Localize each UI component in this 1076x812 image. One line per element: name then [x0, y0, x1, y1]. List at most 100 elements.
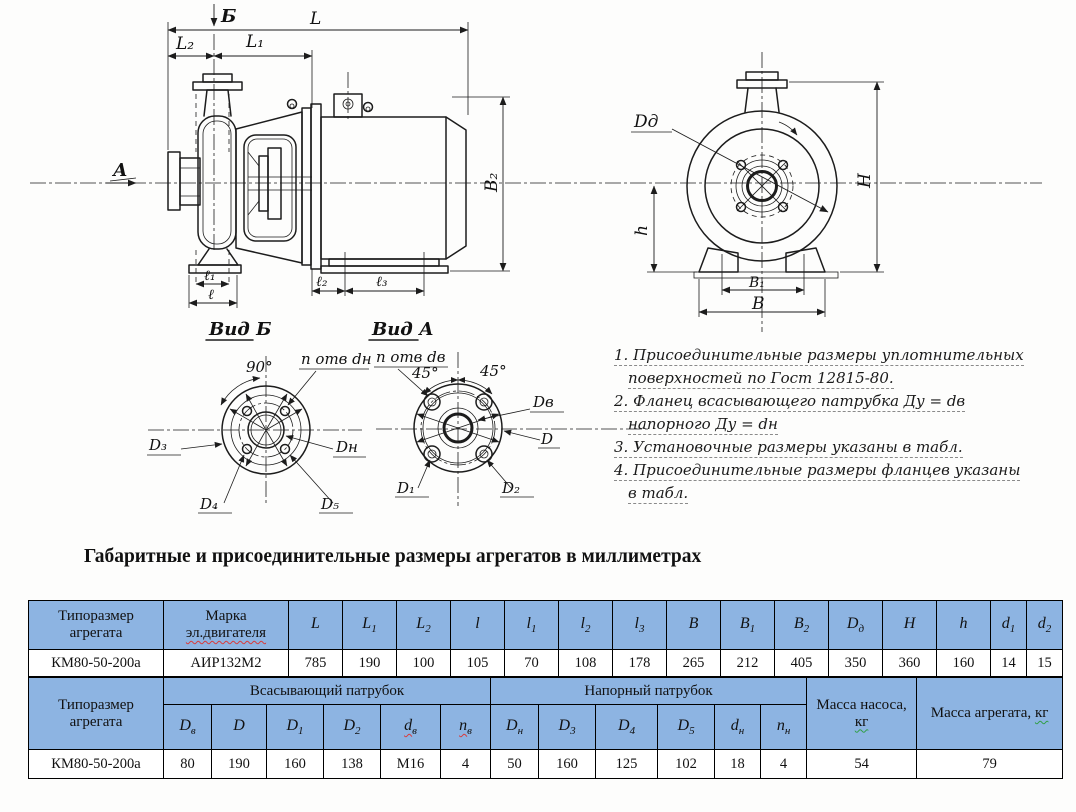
dim-Dd: Dд — [633, 112, 659, 132]
flange-b-D4-label: D₄ — [199, 495, 218, 513]
end-view-pump: H h B₁ B Dд — [631, 52, 884, 332]
note-line: 3. Установочные размеры указаны в табл. — [614, 438, 963, 458]
view-b-title: Вид Б — [208, 319, 271, 340]
flange-b-D3-label: D₃ — [148, 436, 167, 454]
cell-model: КМ80-50-200а — [28, 649, 164, 677]
col-header: L — [288, 600, 343, 650]
col-header-unit-mass: Масса агрегата, кг — [916, 677, 1064, 750]
cell-value: 15 — [1026, 649, 1063, 677]
cell-value: 50 — [490, 749, 540, 779]
cell-value: 105 — [450, 649, 505, 677]
detail-view-b-flange: Вид Б 90° n отв dн Dн D₃ — [147, 319, 372, 514]
cell-model: КМ80-50-200а — [28, 749, 164, 779]
flange-a-Dv-label: Dв — [532, 393, 554, 411]
col-header: Dв — [163, 704, 212, 750]
col-header: Dн — [490, 704, 540, 750]
col-header: h — [936, 600, 991, 650]
cell-value: 160 — [936, 649, 991, 677]
cell-value: 360 — [882, 649, 937, 677]
col-header: D2 — [323, 704, 381, 750]
col-header: D4 — [595, 704, 659, 750]
col-header-pump-mass: Масса насоса, кг — [806, 677, 918, 750]
handwritten-notes: 1. Присоединительные размеры уплотнитель… — [614, 346, 1034, 507]
note-line: в табл. — [628, 484, 689, 504]
cell-value: 125 — [595, 749, 659, 779]
view-b-arrow-label: Б — [220, 6, 236, 27]
overall-dimensions-table: Типоразмер агрегата Марка эл.двигателя L… — [28, 600, 1063, 677]
cell-value: 70 — [504, 649, 559, 677]
flange-b-holes-label: n отв dн — [301, 350, 372, 368]
col-header: H — [882, 600, 937, 650]
dim-B1: B₁ — [748, 275, 765, 291]
flange-b-D5-label: D₅ — [320, 495, 339, 513]
cell-value: 405 — [774, 649, 829, 677]
col-header-marka: Марка эл.двигателя — [163, 600, 289, 650]
flange-a-angle2-label: 45° — [479, 362, 507, 380]
page-title: Габаритные и присоединительные размеры а… — [84, 546, 702, 567]
col-header: Dд — [828, 600, 883, 650]
cell-value: 190 — [211, 749, 267, 779]
cell-value: 265 — [666, 649, 721, 677]
cell-value: 160 — [266, 749, 324, 779]
col-header: D5 — [657, 704, 716, 750]
note-line: 1. Присоединительные размеры уплотнитель… — [614, 346, 1024, 366]
col-header: L1 — [342, 600, 397, 650]
cell-value: 785 — [288, 649, 343, 677]
side-view-pump-motor: Б А — [30, 4, 1042, 308]
cell-value: 190 — [342, 649, 397, 677]
dim-h: h — [632, 225, 652, 236]
col-header: nв — [439, 704, 492, 750]
col-header: l — [450, 600, 505, 650]
cell-value: 18 — [714, 749, 762, 779]
dim-L: L — [309, 9, 321, 29]
flange-b-Dn-label: Dн — [335, 438, 358, 456]
cell-value: 4 — [760, 749, 808, 779]
group-header-suction: Всасывающий патрубок — [162, 677, 492, 705]
note-line: поверхностей по Гост 12815-80. — [628, 369, 894, 389]
col-header: D3 — [538, 704, 597, 750]
cell-motor: АИР132М2 — [163, 649, 289, 677]
dim-l: ℓ — [208, 287, 214, 303]
note-line: 4. Присоединительные размеры фланцев ука… — [614, 461, 1021, 481]
col-header: B1 — [720, 600, 775, 650]
dim-B2: B₂ — [482, 173, 502, 193]
cell-value: 54 — [806, 749, 918, 779]
table-row: КМ80-50-200а АИР132М2 785 190 100 105 70… — [28, 649, 1063, 677]
cell-value: 108 — [558, 649, 613, 677]
flange-b-angle-label: 90° — [246, 358, 273, 376]
flange-a-D1-label: D₁ — [396, 479, 415, 497]
flange-dimensions-table: Типоразмер агрегата Всасывающий патрубок… — [28, 677, 1064, 779]
dim-l3: ℓ₃ — [376, 274, 388, 290]
flange-a-D-label: D — [540, 430, 553, 448]
cell-value: 14 — [990, 649, 1027, 677]
dimension-tables: Типоразмер агрегата Марка эл.двигателя L… — [28, 600, 1064, 779]
cell-value: 102 — [657, 749, 716, 779]
dim-l1: ℓ₁ — [204, 268, 215, 284]
col-header: l3 — [612, 600, 667, 650]
cell-value: М16 — [380, 749, 441, 779]
cell-value: 100 — [396, 649, 451, 677]
col-header: B — [666, 600, 721, 650]
col-header-typorazmer: Типоразмер агрегата — [28, 677, 164, 750]
detail-view-a-flange: Вид А 45° 45° n отв dв Dв — [368, 319, 648, 506]
note-line: 2. Фланец всасывающего патрубка Ду = dв — [614, 392, 966, 412]
col-header: D1 — [266, 704, 324, 750]
dim-H: H — [855, 172, 875, 189]
col-header: dв — [380, 704, 441, 750]
col-header-typorazmer: Типоразмер агрегата — [28, 600, 164, 650]
cell-value: 178 — [612, 649, 667, 677]
flange-a-angle1-label: 45° — [411, 364, 439, 382]
col-header: l1 — [504, 600, 559, 650]
group-header-discharge: Напорный патрубок — [490, 677, 808, 705]
pump-assembly-drawing: Б А — [30, 4, 1042, 514]
col-header: l2 — [558, 600, 613, 650]
col-header: D — [211, 704, 267, 750]
cell-value: 4 — [439, 749, 492, 779]
dim-L2: L₂ — [175, 34, 194, 54]
cell-value: 79 — [916, 749, 1064, 779]
dim-B: B — [751, 294, 765, 314]
col-header: B2 — [774, 600, 829, 650]
col-header: d2 — [1026, 600, 1063, 650]
cell-value: 212 — [720, 649, 775, 677]
